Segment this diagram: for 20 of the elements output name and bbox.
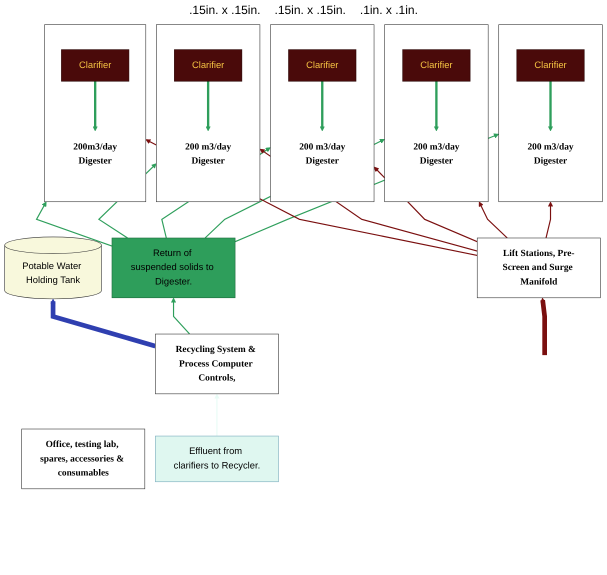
pipe-size-note: .15in. x .15in. xyxy=(189,3,260,17)
node-box: Clarifier xyxy=(402,49,470,82)
arrow xyxy=(36,202,112,247)
arrow xyxy=(545,202,554,238)
node-box: Effluent from clarifiers to Recycler. xyxy=(155,436,279,482)
node-box: Recycling System & Process Computer Controls, xyxy=(155,334,279,394)
arrow xyxy=(50,298,156,348)
node-box: Lift Stations, Pre-Screen and Surge Manifold xyxy=(476,238,601,298)
node-box: Clarifier xyxy=(288,49,356,82)
node-box: Office, testing lab, spares, accessories & consumables xyxy=(21,428,146,490)
node-box: Clarifier xyxy=(174,49,242,82)
node-box: Clarifier xyxy=(516,49,585,82)
arrow xyxy=(170,298,190,334)
pipe-size-note: .15in. x .15in. xyxy=(274,3,346,17)
arrow xyxy=(478,202,508,238)
node-box: Clarifier xyxy=(61,49,130,82)
pipe-size-note: .1in. x .1in. xyxy=(360,3,418,17)
arrow xyxy=(540,298,547,356)
arrow xyxy=(214,394,220,436)
node-box: Return of suspended solids to Digester. xyxy=(112,238,236,298)
